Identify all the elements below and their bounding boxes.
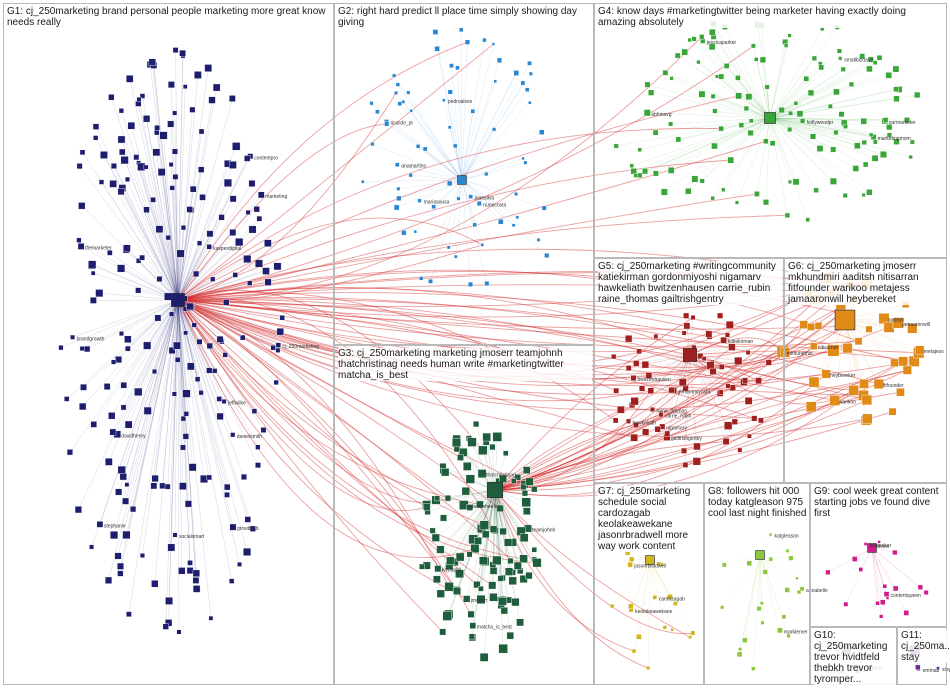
- group-label-g7: G7: cj_250marketing schedule social card…: [598, 486, 702, 552]
- group-panel-g1: G1: cj_250marketing brand personal peopl…: [3, 3, 334, 685]
- group-label-g3: G3: cj_250marketing marketing jmoserr te…: [338, 348, 592, 381]
- group-panel-g5: G5: cj_250marketing #writingcommunity ka…: [594, 258, 784, 483]
- group-label-g6: G6: cj_250marketing jmoserr mkhundmiri a…: [788, 261, 943, 305]
- group-label-g2: G2: right hard predict ll place time sim…: [338, 6, 588, 28]
- group-panel-g4: G4: know days #marketingtwitter being ma…: [594, 3, 947, 258]
- group-label-g1: G1: cj_250marketing brand personal peopl…: [7, 6, 332, 28]
- group-panel-g10: G10: cj_250marketing trevor hvidtfeld th…: [810, 627, 897, 685]
- group-label-g4: G4: know days #marketingtwitter being ma…: [598, 6, 928, 28]
- group-panel-g7: G7: cj_250marketing schedule social card…: [594, 483, 704, 685]
- group-panel-g6: G6: cj_250marketing jmoserr mkhundmiri a…: [784, 258, 947, 483]
- group-label-g8: G8: followers hit 000 today katgleason 9…: [708, 486, 808, 519]
- group-panel-g9: G9: cool week great content starting job…: [810, 483, 947, 627]
- group-panel-g8: G8: followers hit 000 today katgleason 9…: [704, 483, 810, 685]
- group-label-g9: G9: cool week great content starting job…: [814, 486, 944, 519]
- group-label-g10: G10: cj_250marketing trevor hvidtfeld th…: [814, 630, 896, 685]
- group-panel-g3: G3: cj_250marketing marketing jmoserr te…: [334, 345, 594, 685]
- group-label-g5: G5: cj_250marketing #writingcommunity ka…: [598, 261, 782, 305]
- group-label-g11: G11: cj_250ma... stay: [901, 630, 947, 663]
- group-panel-g2: G2: right hard predict ll place time sim…: [334, 3, 594, 345]
- group-panel-g11: G11: cj_250ma... stay: [897, 627, 947, 685]
